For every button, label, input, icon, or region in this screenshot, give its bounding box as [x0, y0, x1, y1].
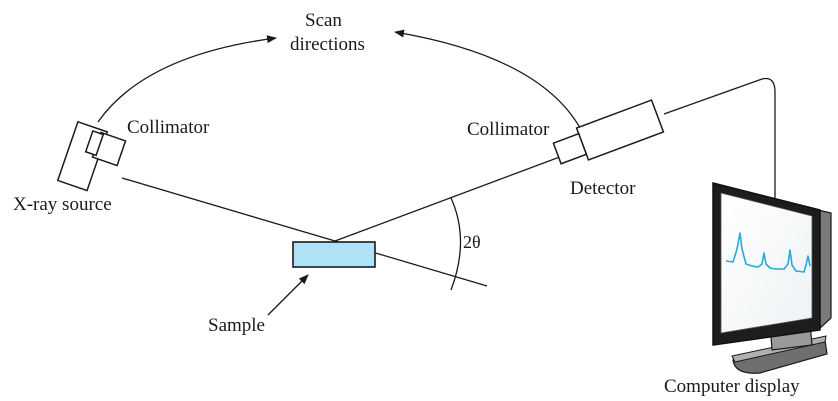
- computer-display-label: Computer display: [664, 376, 800, 397]
- angle-arc: [450, 197, 462, 291]
- computer-display: [712, 182, 832, 374]
- angle-label: 2θ: [463, 232, 481, 252]
- scan-arc-left: [97, 35, 277, 123]
- detector-cable: [663, 77, 776, 205]
- scan-label-line2: directions: [290, 34, 365, 55]
- diffraction-trace: [725, 232, 811, 273]
- xray-source-label: X-ray source: [13, 194, 112, 215]
- xray-source: [56, 120, 127, 192]
- sample-pointer: [267, 274, 309, 316]
- sample-label: Sample: [208, 315, 265, 336]
- sample: [292, 241, 376, 268]
- collimator-left-label: Collimator: [127, 117, 210, 138]
- detector: [552, 99, 665, 165]
- detector-label: Detector: [570, 178, 636, 199]
- collimator-right-label: Collimator: [467, 119, 550, 140]
- incident-beam: [121, 177, 336, 242]
- diffracted-beam: [334, 154, 566, 242]
- scan-label-line1: Scan: [305, 10, 342, 31]
